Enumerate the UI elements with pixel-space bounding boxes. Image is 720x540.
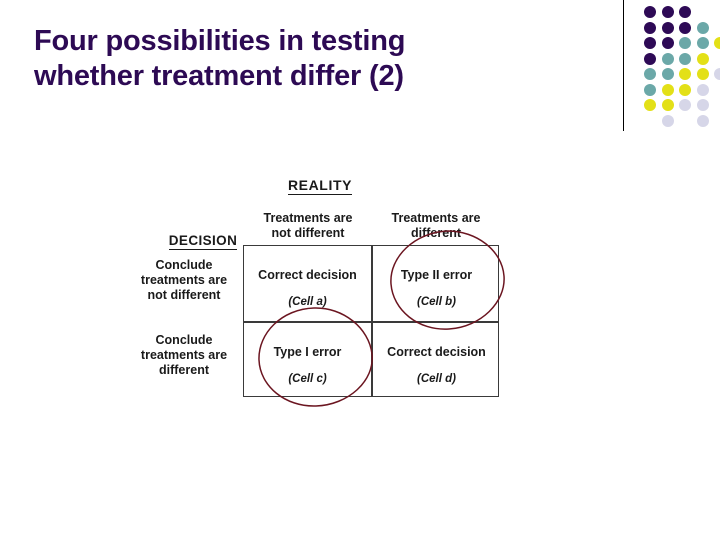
decorative-dot — [644, 68, 656, 80]
decorative-dot — [679, 21, 691, 34]
decorative-dot — [661, 21, 674, 34]
decorative-dot — [679, 68, 691, 80]
page-title: Four possibilities in testing whether tr… — [34, 24, 554, 94]
decorative-dot — [679, 52, 691, 65]
decorative-dot — [679, 99, 691, 111]
decorative-dot — [714, 37, 720, 49]
table-cell-c: Type I error (Cell c) — [244, 323, 371, 398]
decorative-dot — [644, 6, 656, 18]
decorative-dot — [696, 83, 709, 96]
header-divider-line — [623, 0, 624, 131]
decorative-dot — [661, 114, 674, 127]
decorative-dot — [661, 99, 674, 111]
cell-b-title: Type II error — [400, 268, 473, 282]
decorative-dot — [714, 68, 720, 80]
decorative-dot — [644, 83, 656, 96]
page-title-line-1: Four possibilities in testing — [34, 25, 406, 57]
decorative-dot — [661, 52, 674, 65]
contingency-table-grid: Correct decision (Cell a) Type II error … — [243, 245, 499, 397]
decorative-dot — [661, 83, 674, 96]
cell-d-ref: (Cell d) — [417, 373, 456, 385]
table-cell-b: Type II error (Cell b) — [373, 246, 500, 321]
decorative-dot — [644, 52, 656, 65]
decision-axis-label: DECISION — [148, 233, 258, 250]
cell-a-ref: (Cell a) — [288, 296, 327, 308]
decorative-dot — [696, 21, 709, 34]
table-cell-a: Correct decision (Cell a) — [244, 246, 371, 321]
decorative-dot — [661, 68, 674, 80]
decorative-dot — [679, 6, 691, 18]
decorative-dot — [696, 99, 709, 111]
table-cell-d: Correct decision (Cell d) — [373, 323, 500, 398]
cell-c-title: Type I error — [273, 345, 342, 359]
reality-axis-label-text: REALITY — [287, 177, 353, 195]
decorative-dot — [679, 37, 691, 49]
cell-c-ref: (Cell c) — [288, 373, 327, 385]
decorative-dot — [661, 6, 674, 18]
decorative-dot-matrix — [644, 6, 720, 128]
decorative-dot — [696, 37, 709, 49]
decorative-dot — [679, 83, 691, 96]
decorative-dot — [644, 37, 656, 49]
cell-a-title: Correct decision — [258, 268, 357, 282]
decorative-dot — [696, 68, 709, 80]
decorative-dot — [696, 114, 709, 127]
cell-d-title: Correct decision — [387, 345, 486, 359]
reality-axis-label: REALITY — [120, 177, 520, 195]
decorative-dot — [644, 21, 656, 34]
page-title-line-2: whether treatment differ (2) — [34, 60, 404, 92]
decorative-dot — [696, 52, 709, 65]
decorative-dot — [661, 37, 674, 49]
decision-axis-label-text: DECISION — [168, 233, 238, 250]
cell-b-ref: (Cell b) — [417, 296, 456, 308]
decorative-dot — [644, 99, 656, 111]
